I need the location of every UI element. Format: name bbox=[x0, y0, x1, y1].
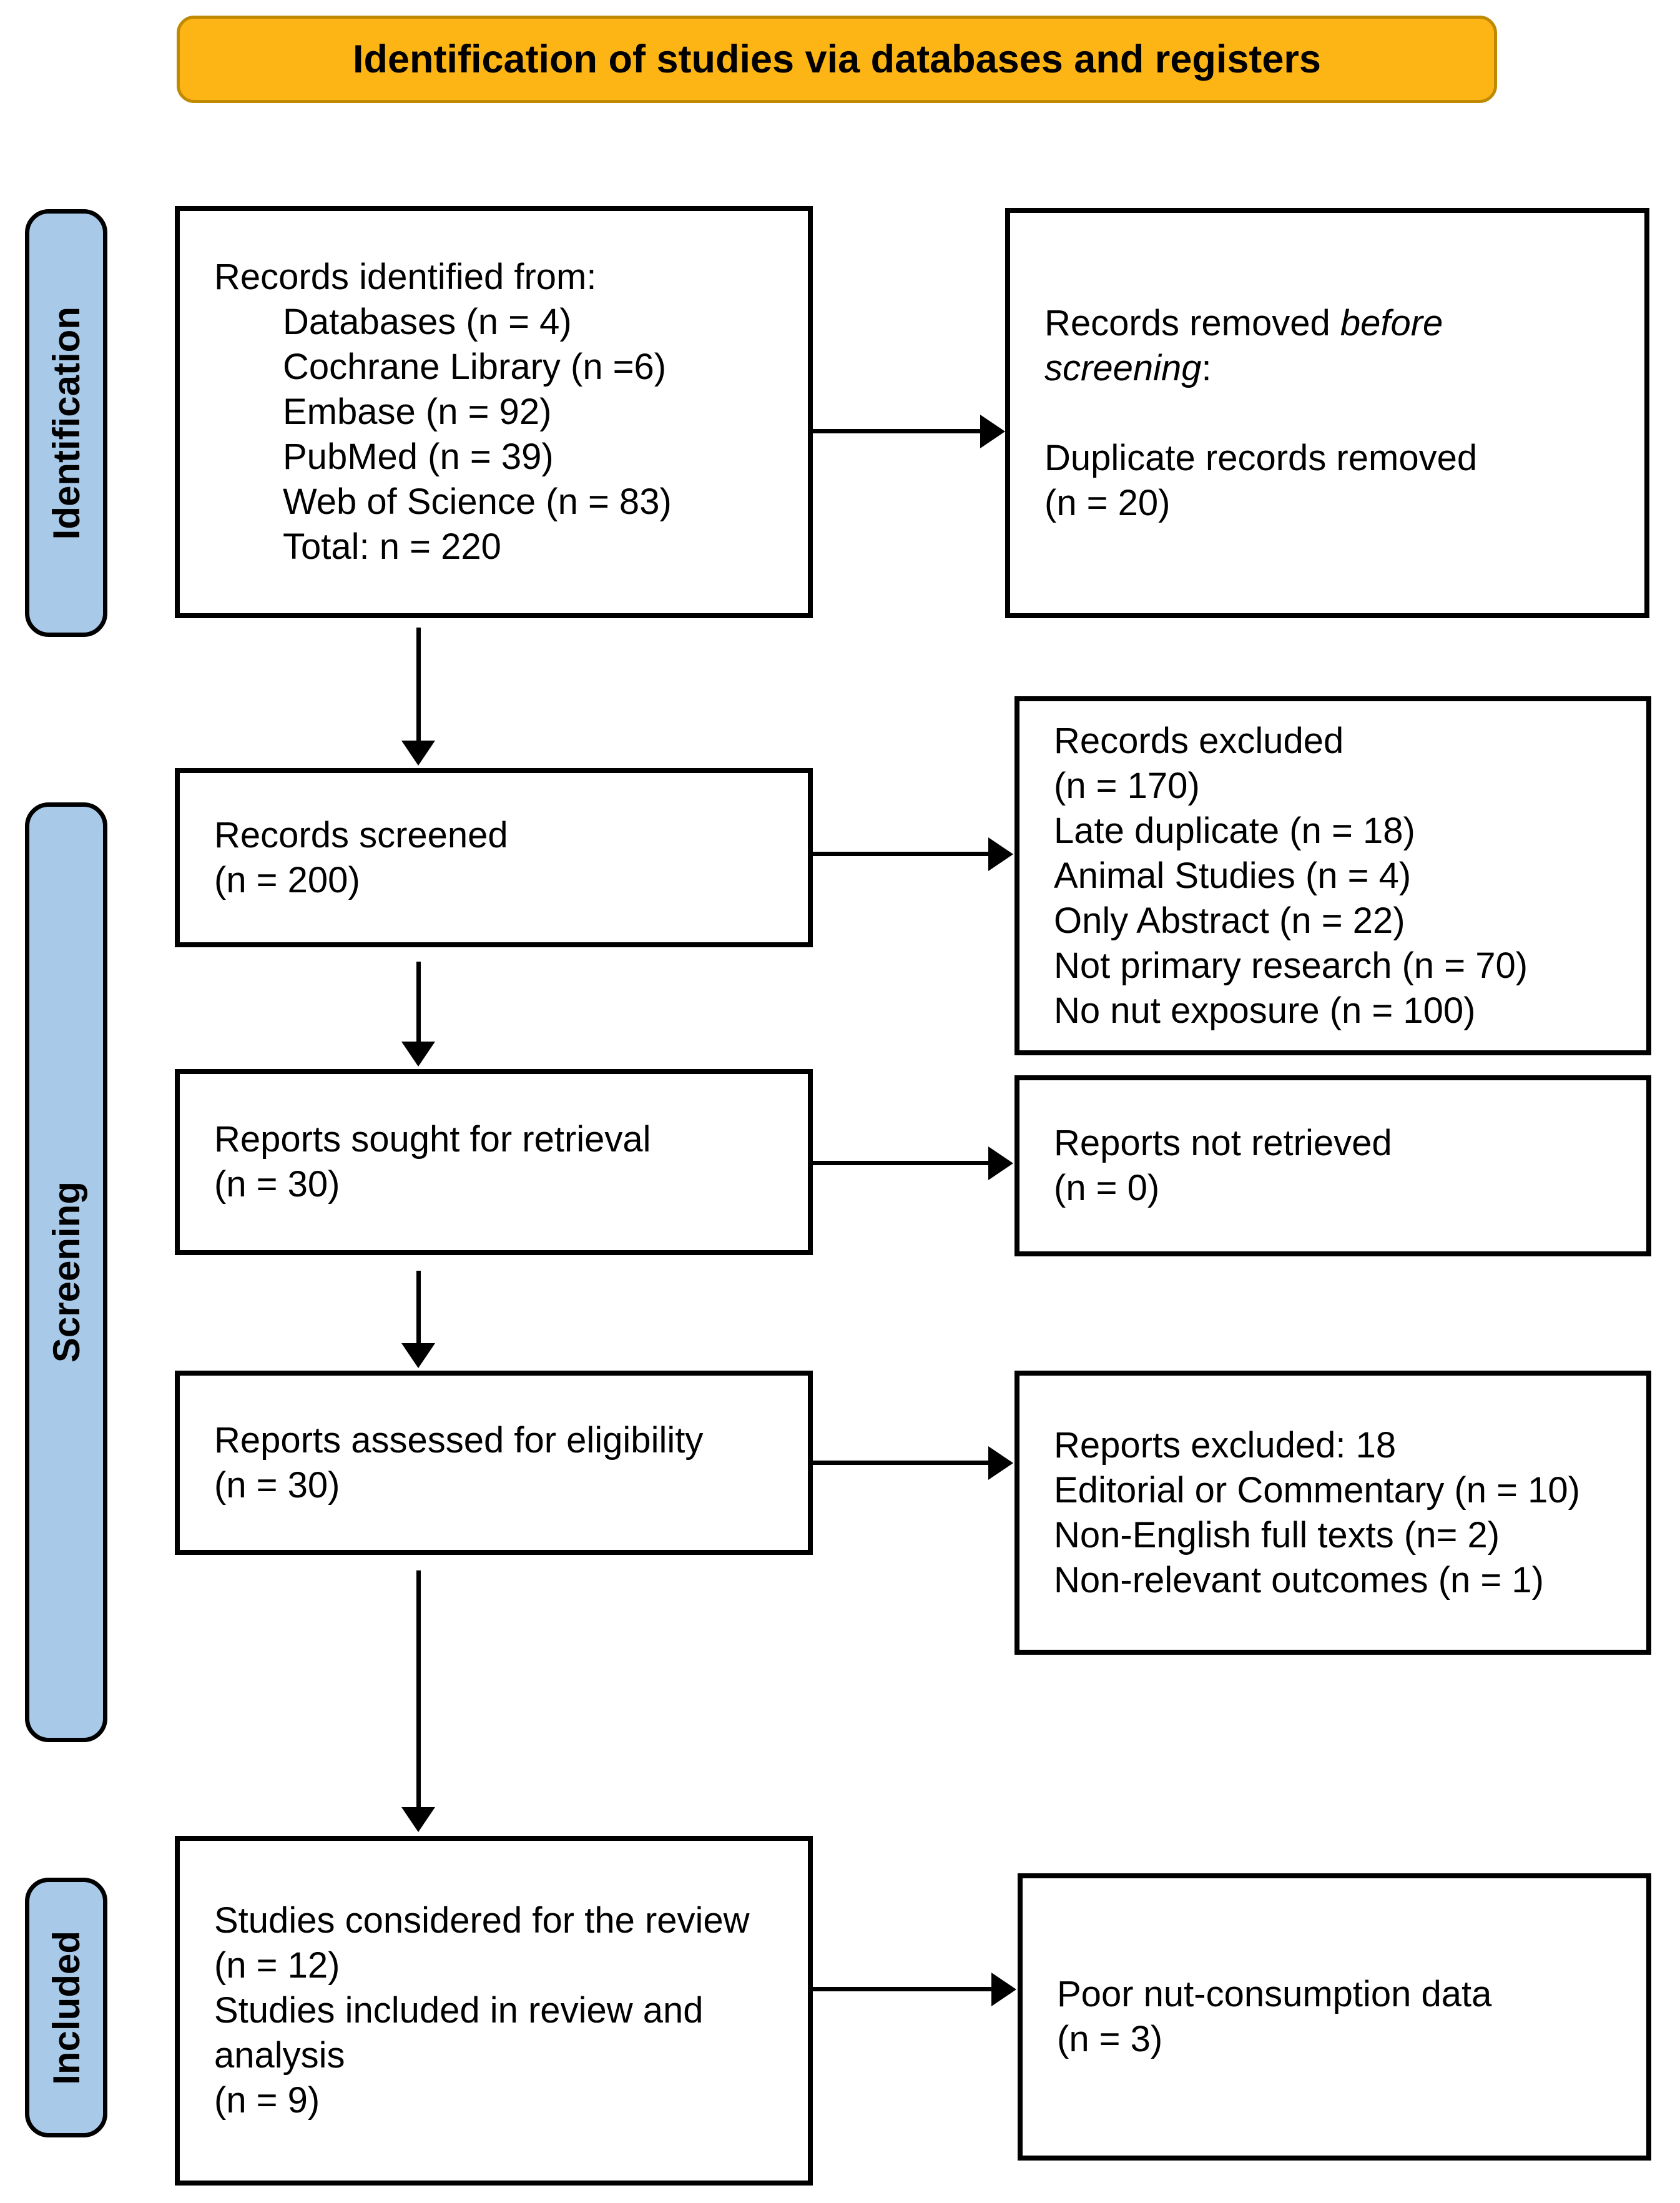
text-line: Reports excluded: 18 bbox=[1054, 1424, 1397, 1466]
arrow-right-icon bbox=[991, 1973, 1016, 2006]
text-line: Duplicate records removed bbox=[1044, 437, 1478, 478]
stage-included-label: Included bbox=[45, 1930, 87, 2085]
text-line: (n = 30) bbox=[214, 1164, 340, 1205]
arrow-right-icon bbox=[988, 1146, 1013, 1180]
arrow-right-icon bbox=[980, 415, 1005, 448]
arrow-down-icon bbox=[401, 741, 435, 766]
text-line: screening: bbox=[1044, 347, 1212, 388]
stage-screening: Screening bbox=[25, 802, 107, 1742]
text-line: Reports sought for retrieval bbox=[214, 1119, 651, 1160]
stage-included: Included bbox=[25, 1878, 107, 2137]
text-line: Records screened bbox=[214, 814, 508, 855]
text-line: (n = 0) bbox=[1054, 1168, 1160, 1208]
text-line: (n = 20) bbox=[1044, 482, 1171, 523]
arrow-identified-to-screened bbox=[416, 628, 421, 741]
text-line: No nut exposure (n = 100) bbox=[1054, 990, 1476, 1031]
box-reports-assessed: Reports assessed for eligibility(n = 30) bbox=[175, 1371, 813, 1555]
text-line: Late duplicate (n = 18) bbox=[1054, 810, 1415, 851]
text-line: Databases (n = 4) bbox=[283, 302, 572, 342]
arrow-identified-to-removed bbox=[813, 429, 980, 433]
arrow-right-icon bbox=[988, 1446, 1013, 1480]
text-line bbox=[1044, 391, 1638, 436]
text-line: analysis bbox=[214, 2035, 345, 2076]
text-line: (n = 30) bbox=[214, 1464, 340, 1506]
arrow-down-icon bbox=[401, 1807, 435, 1832]
text-line: (n = 9) bbox=[214, 2080, 320, 2121]
arrow-considered-to-poor-data bbox=[813, 1987, 991, 1991]
text-line: (n = 200) bbox=[214, 859, 360, 900]
arrow-sought-to-not-retrieved bbox=[813, 1161, 988, 1165]
text-line: Non-English full texts (n= 2) bbox=[1054, 1514, 1500, 1555]
stage-identification-label: Identification bbox=[45, 306, 87, 540]
text-line: Non-relevant outcomes (n = 1) bbox=[1054, 1559, 1544, 1600]
box-reports-not-retrieved: Reports not retrieved (n = 0) bbox=[1014, 1075, 1651, 1256]
box-records-identified: Records identified from: Databases (n = 4… bbox=[175, 206, 813, 618]
text-line: Editorial or Commentary (n = 10) bbox=[1054, 1469, 1580, 1511]
text-line: Total: n = 220 bbox=[283, 526, 501, 567]
arrow-screened-to-excluded bbox=[813, 852, 988, 856]
text-line: Not primary research (n = 70) bbox=[1054, 945, 1528, 986]
text-line: Records excluded bbox=[1054, 720, 1344, 761]
text-line: (n = 3) bbox=[1057, 2019, 1163, 2059]
text-line: (n = 12) bbox=[214, 1945, 340, 1986]
text-line: Records removed before bbox=[1044, 302, 1443, 343]
box-studies-considered: Studies considered for the review(n = 12… bbox=[175, 1836, 813, 2186]
text-line: Animal Studies (n = 4) bbox=[1054, 855, 1412, 896]
arrow-assessed-to-considered bbox=[416, 1570, 421, 1807]
text-line: Poor nut-consumption data bbox=[1057, 1974, 1492, 2014]
text-line: Only Abstract (n = 22) bbox=[1054, 900, 1405, 941]
arrow-assessed-to-excluded bbox=[813, 1461, 988, 1465]
box-records-excluded: Records excluded(n = 170)Late duplicate … bbox=[1014, 696, 1651, 1055]
text-line: PubMed (n = 39) bbox=[283, 436, 554, 477]
stage-identification: Identification bbox=[25, 209, 107, 637]
box-records-screened: Records screened(n = 200) bbox=[175, 768, 813, 947]
text-line: Web of Science (n = 83) bbox=[283, 481, 672, 522]
text-line: Records identified from: bbox=[214, 257, 597, 297]
text-line: Embase (n = 92) bbox=[283, 392, 552, 432]
arrow-down-icon bbox=[401, 1042, 435, 1067]
arrow-right-icon bbox=[988, 837, 1013, 871]
title-banner: Identification of studies via databases … bbox=[177, 16, 1497, 103]
box-poor-nut-data: Poor nut-consumption data (n = 3) bbox=[1018, 1873, 1651, 2161]
arrow-sought-to-assessed bbox=[416, 1271, 421, 1343]
text-line: Studies considered for the review bbox=[214, 1900, 750, 1941]
text-line: Cochrane Library (n =6) bbox=[283, 347, 667, 387]
text-line: Reports assessed for eligibility bbox=[214, 1419, 704, 1461]
box-reports-sought: Reports sought for retrieval(n = 30) bbox=[175, 1069, 813, 1255]
text-line: (n = 170) bbox=[1054, 765, 1200, 806]
diagram-title: Identification of studies via databases … bbox=[353, 37, 1321, 81]
text-line: Studies included in review and bbox=[214, 1990, 704, 2031]
arrow-screened-to-sought bbox=[416, 962, 421, 1042]
text-line: Reports not retrieved bbox=[1054, 1123, 1392, 1163]
arrow-down-icon bbox=[401, 1343, 435, 1368]
stage-screening-label: Screening bbox=[45, 1181, 87, 1363]
